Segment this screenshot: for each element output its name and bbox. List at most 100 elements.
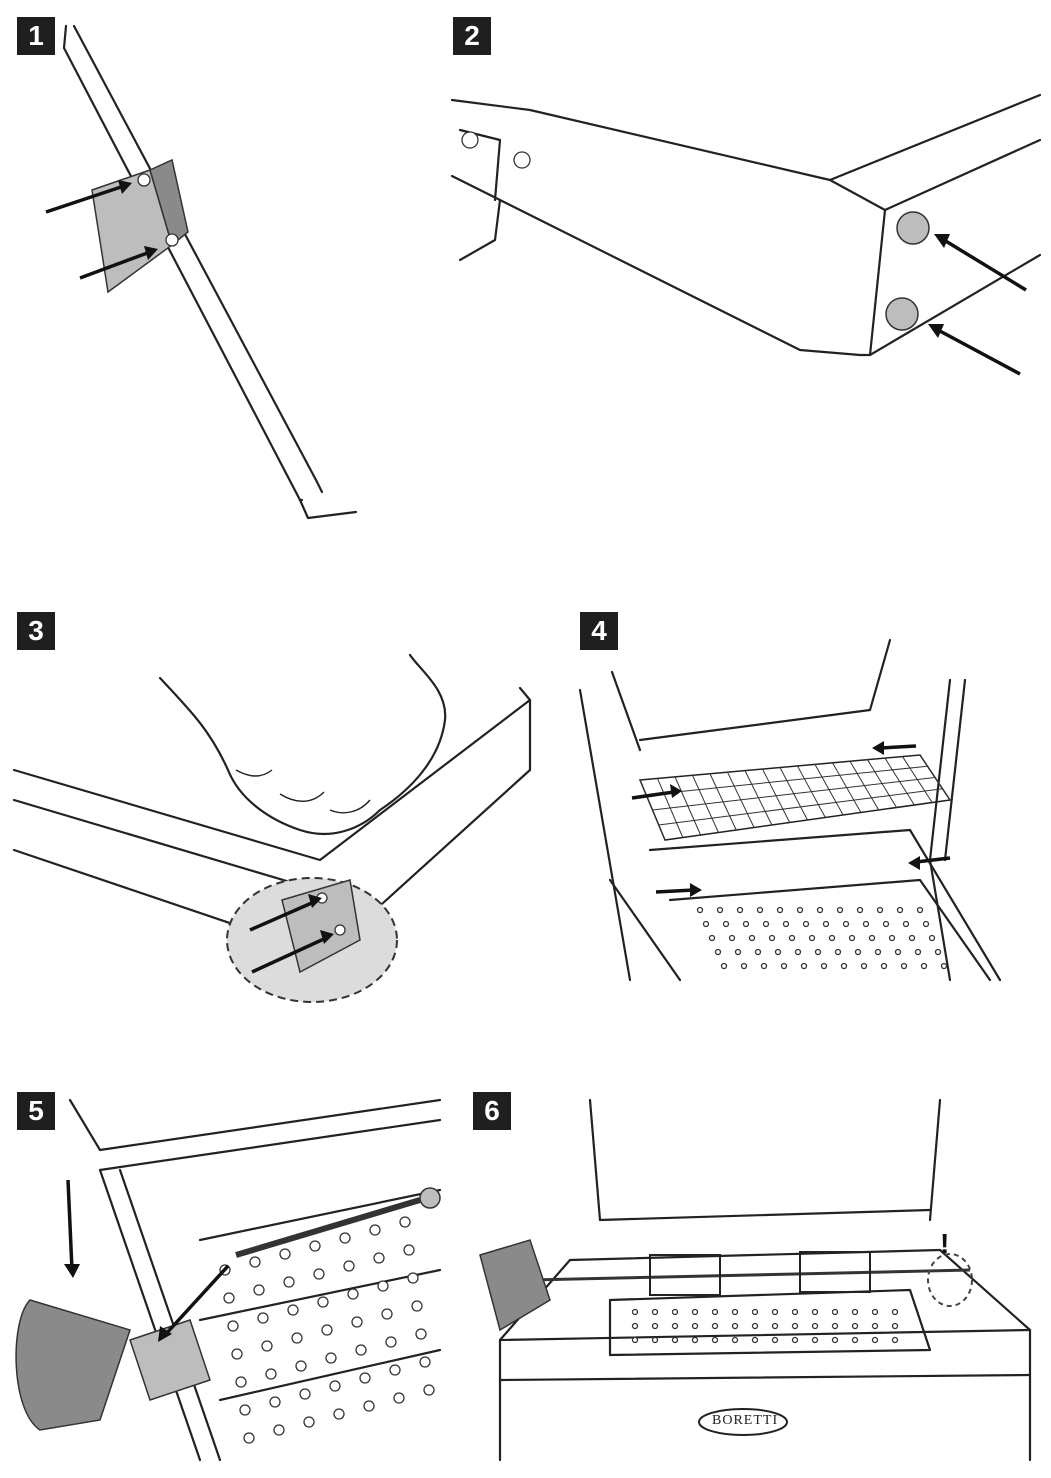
vent-hole	[768, 934, 776, 942]
vent-hole	[257, 1312, 269, 1324]
vent-hole	[888, 934, 896, 942]
vent-hole	[871, 1336, 879, 1344]
vent-hole	[811, 1336, 819, 1344]
vent-hole	[760, 962, 768, 970]
bolt-bottom	[885, 297, 919, 331]
vent-hole	[791, 1336, 799, 1344]
motor-bracket	[129, 1319, 211, 1401]
vent-hole	[851, 1322, 859, 1330]
vent-hole	[714, 948, 722, 956]
vent-hole	[265, 1368, 277, 1380]
vent-hole	[928, 934, 936, 942]
meat-fork-left	[649, 1254, 721, 1296]
vent-hole	[651, 1308, 659, 1316]
arrow-1b	[79, 250, 151, 280]
vent-hole	[788, 934, 796, 942]
vent-hole	[882, 920, 890, 928]
hand-outline	[158, 653, 447, 835]
vent-hole	[411, 1300, 423, 1312]
vent-hole	[631, 1308, 639, 1316]
vent-hole	[329, 1380, 341, 1392]
vent-hole	[716, 906, 724, 914]
meat-fork-right	[799, 1251, 871, 1293]
vent-hole	[876, 906, 884, 914]
vent-hole	[754, 948, 762, 956]
vent-hole	[896, 906, 904, 914]
vent-hole	[373, 1252, 385, 1264]
vent-hole	[239, 1404, 251, 1416]
vent-hole	[796, 906, 804, 914]
vent-hole	[631, 1322, 639, 1330]
vent-hole	[871, 1308, 879, 1316]
vent-hole	[711, 1322, 719, 1330]
vent-hole	[820, 962, 828, 970]
vent-hole	[223, 1292, 235, 1304]
vent-hole	[708, 934, 716, 942]
vent-hole	[908, 934, 916, 942]
rack-bar	[646, 765, 928, 796]
warning-mark: !	[940, 1228, 950, 1259]
arrow-4d	[655, 888, 695, 894]
vent-hole	[811, 1322, 819, 1330]
vent-hole	[691, 1336, 699, 1344]
arrow-5b	[162, 1264, 230, 1338]
vent-hole	[333, 1408, 345, 1420]
vent-hole	[780, 962, 788, 970]
vent-hole	[243, 1432, 255, 1444]
vent-hole	[771, 1322, 779, 1330]
vent-hole	[776, 906, 784, 914]
step-2-panel: 2	[440, 0, 1051, 560]
vent-hole	[868, 934, 876, 942]
vent-hole	[377, 1280, 389, 1292]
vent-hole	[854, 948, 862, 956]
vent-hole	[339, 1232, 351, 1244]
vent-hole	[834, 948, 842, 956]
vent-hole	[269, 1396, 281, 1408]
vent-hole	[343, 1260, 355, 1272]
vent-hole	[860, 962, 868, 970]
step-6-panel: 6 BORETTI !	[470, 1080, 1051, 1478]
vent-hole	[671, 1308, 679, 1316]
vent-hole	[355, 1344, 367, 1356]
vent-hole	[862, 920, 870, 928]
rack-bar	[658, 788, 943, 826]
vent-hole	[774, 948, 782, 956]
step-6-badge: 6	[473, 1092, 511, 1130]
step-2-illustration	[450, 93, 1042, 376]
vent-hole	[940, 962, 948, 970]
vent-hole	[321, 1324, 333, 1336]
vent-hole	[880, 962, 888, 970]
vent-hole	[291, 1332, 303, 1344]
vent-hole	[920, 962, 928, 970]
vent-hole	[651, 1336, 659, 1344]
step-1-badge: 1	[17, 17, 55, 55]
vent-hole	[751, 1336, 759, 1344]
arrow-4a	[631, 790, 675, 800]
vent-hole	[389, 1364, 401, 1376]
step-4-panel: 4	[570, 600, 1051, 1020]
arrow-4b	[879, 744, 917, 750]
vent-hole	[734, 948, 742, 956]
vent-hole	[720, 962, 728, 970]
vent-hole	[808, 934, 816, 942]
vent-hole	[696, 906, 704, 914]
step-3-panel: 3	[0, 600, 540, 1020]
vent-hole	[227, 1320, 239, 1332]
vent-hole	[916, 906, 924, 914]
arrow-5a	[66, 1179, 74, 1271]
vent-hole	[317, 1296, 329, 1308]
vent-hole	[287, 1304, 299, 1316]
vent-hole	[782, 920, 790, 928]
step-2-badge: 2	[453, 17, 491, 55]
vent-hole	[842, 920, 850, 928]
vent-hole	[756, 906, 764, 914]
vent-hole	[891, 1322, 899, 1330]
vent-hole	[874, 948, 882, 956]
vent-hole	[748, 934, 756, 942]
step-5-illustration	[15, 1098, 442, 1462]
vent-hole	[851, 1308, 859, 1316]
step-3-illustration	[12, 653, 532, 1003]
vent-hole	[423, 1384, 435, 1396]
vent-hole	[900, 962, 908, 970]
support-detail-circle	[927, 1253, 973, 1307]
